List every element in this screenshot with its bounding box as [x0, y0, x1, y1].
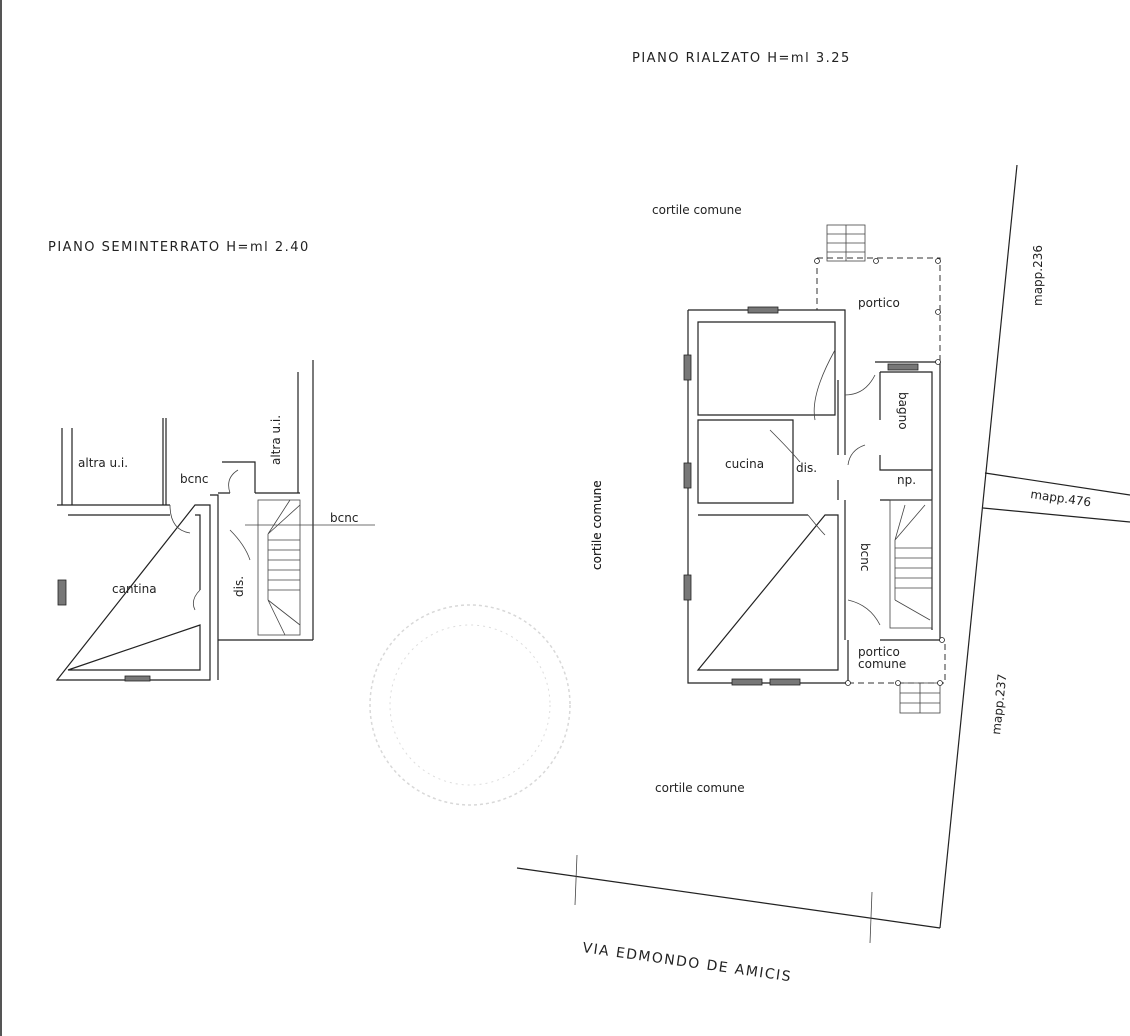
- label-mapp-476: mapp.476: [1030, 487, 1092, 509]
- label-altra-ui-right: altra u.i.: [269, 415, 283, 465]
- label-bcnc-upper: bcnc: [858, 543, 872, 571]
- site-boundaries: mapp.236 mapp.476 mapp.237 VIA EDMONDO D…: [516, 164, 1130, 985]
- label-np: np.: [897, 473, 916, 487]
- label-cucina: cucina: [725, 457, 764, 471]
- label-cortile-comune-bottom: cortile comune: [655, 781, 745, 795]
- label-bcnc-lower: bcnc: [180, 472, 208, 486]
- label-bagno: bagno: [896, 392, 910, 430]
- upper-floor-title: PIANO RIALZATO H=ml 3.25: [632, 51, 851, 66]
- upper-floor-plan: cortile comune cortile comune portico ba…: [590, 203, 946, 795]
- label-cortile-comune-left: cortile comune: [590, 480, 604, 570]
- label-altra-ui-left: altra u.i.: [78, 456, 128, 470]
- label-portico-comune-2: comune: [858, 657, 906, 671]
- street-name: VIA EDMONDO DE AMICIS: [581, 940, 793, 985]
- label-mapp-236: mapp.236: [1031, 245, 1045, 306]
- label-portico: portico: [858, 296, 900, 310]
- lower-floor-plan: altra u.i. altra u.i. bcnc bcnc cantina …: [55, 360, 375, 682]
- lower-floor-title: PIANO SEMINTERRATO H=ml 2.40: [48, 240, 310, 255]
- label-cortile-comune-top: cortile comune: [652, 203, 742, 217]
- stamp-seal: [369, 604, 571, 806]
- label-mapp-237: mapp.237: [989, 673, 1009, 735]
- label-cortile-comune-mid: cortile comune: [590, 480, 604, 570]
- label-dis-lower: dis.: [232, 576, 246, 597]
- label-dis-upper: dis.: [796, 461, 817, 475]
- label-portico-comune-1: portico: [858, 645, 900, 659]
- label-cantina: cantina: [112, 582, 157, 596]
- label-bcnc-stair: bcnc: [330, 511, 358, 525]
